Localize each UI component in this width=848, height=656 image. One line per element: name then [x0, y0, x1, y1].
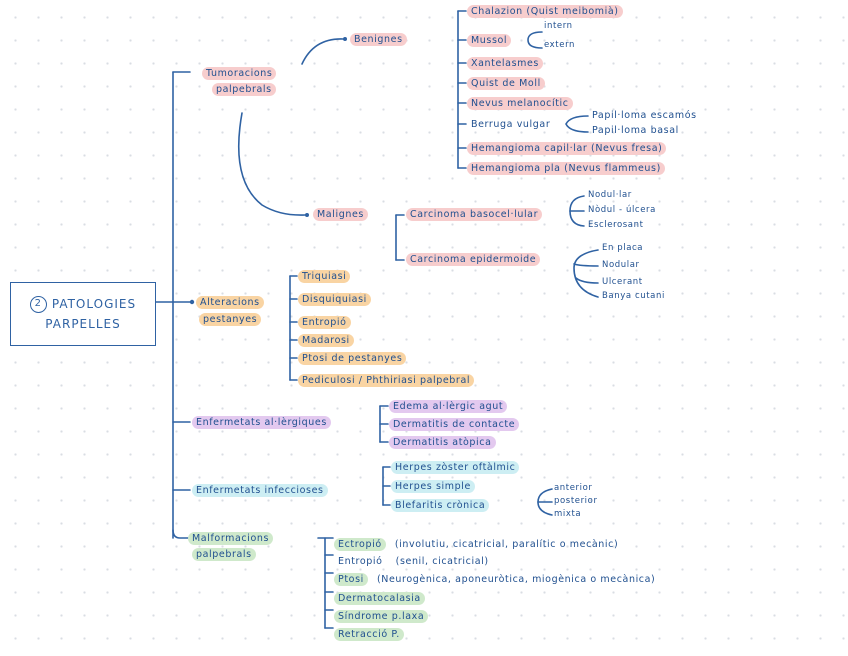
curve-to-benignes [301, 38, 344, 65]
malformacions-item[interactable]: Retracció P. [334, 622, 404, 641]
pestanyes-item[interactable]: Triquiasi [298, 270, 351, 283]
section-number-icon: 2 [29, 295, 47, 313]
node-pestanyes-line1[interactable]: Alteracions [196, 296, 264, 309]
blefaritis-sub-item[interactable]: posterior [554, 496, 598, 506]
malignes-dot [305, 213, 309, 217]
infeccioses-item[interactable]: Herpes simple [391, 480, 475, 493]
pestanyes-item[interactable]: Disquiquiasi [298, 293, 371, 306]
malformacions-item-label: Ectropió [334, 538, 386, 551]
epidermoide-sub-item[interactable]: Banya cutani [602, 291, 665, 301]
infeccioses-item[interactable]: Herpes zòster oftàlmic [391, 461, 520, 474]
root-title-box: 2 PATOLOGIES PARPELLES [10, 282, 156, 346]
node-malformacions-line2[interactable]: palpebrals [192, 548, 256, 561]
malformacions-item-label: Ptosi [334, 573, 368, 586]
pestanyes-item[interactable]: Entropió [298, 316, 351, 329]
berruga-sub-item[interactable]: Papil·loma basal [592, 125, 679, 136]
curve-to-malignes [237, 112, 306, 216]
pestanyes-item[interactable]: Pediculosi / Phthiriasi palpebral [298, 374, 475, 387]
title-line2: PARPELLES [45, 317, 121, 331]
node-tumoracions-line2[interactable]: palpebrals [212, 83, 276, 96]
infeccioses-item[interactable]: Blefaritis crònica [391, 499, 490, 512]
mussol-sub-item[interactable]: intern [544, 21, 573, 31]
malformacions-item[interactable]: Entropió (senil, cicatricial) [334, 549, 493, 568]
malformacions-item[interactable]: Síndrome p.laxa [334, 604, 429, 623]
malformacions-item-detail: (Neurogènica, aponeuròtica, miogènica o … [376, 574, 656, 585]
node-malignes[interactable]: Malignes [313, 208, 368, 221]
allergiques-item[interactable]: Dermatitis atòpica [389, 436, 496, 449]
malformacions-item-detail: (senil, cicatricial) [395, 556, 489, 567]
allergiques-item[interactable]: Dermatitis de contacte [389, 418, 520, 431]
malformacions-item[interactable]: Ptosi (Neurogènica, aponeuròtica, miogèn… [334, 567, 659, 586]
epi-mid1 [573, 263, 599, 267]
benigne-item[interactable]: Hemangioma pla (Nevus flammeus) [467, 162, 665, 175]
pestanyes-item[interactable]: Ptosi de pestanyes [298, 352, 407, 365]
benigne-item[interactable]: Chalazion (Quist meibomià) [467, 5, 623, 18]
benigne-item[interactable]: Xantelasmes [467, 57, 543, 70]
malformacions-item-detail: (involutiu, cicatricial, paralític o mec… [394, 539, 619, 550]
pestanyes-dot [189, 299, 195, 305]
malformacions-item[interactable]: Dermatocalasia [334, 586, 425, 605]
malformacions-item[interactable]: Ectropió (involutiu, cicatricial, paralí… [334, 532, 622, 551]
epidermoide-sub-item[interactable]: En placa [602, 243, 644, 253]
title-line1: PATOLOGIES [51, 297, 137, 311]
epidermoide-sub-item[interactable]: Nodular [602, 260, 640, 270]
malformacions-item-label: Síndrome p.laxa [334, 610, 429, 623]
berruga-sub-item[interactable]: Papil·loma escamós [592, 110, 697, 121]
node-benignes[interactable]: Benignes [350, 33, 407, 46]
benigne-item[interactable]: Mussol [467, 34, 512, 47]
node-infeccioses[interactable]: Enfermetats infeccioses [192, 484, 328, 497]
node-tumoracions-line1[interactable]: Tumoracions [202, 67, 277, 80]
malformacions-item-label: Dermatocalasia [334, 592, 425, 605]
trunk-to-malformacions [172, 529, 189, 539]
node-malformacions-line1[interactable]: Malformacions [188, 532, 274, 545]
basocel-sub-item[interactable]: Nodul·lar [588, 190, 632, 200]
node-carcinoma-basocel[interactable]: Carcinoma basocel·lular [406, 208, 543, 221]
benignes-dot [343, 37, 347, 41]
benigne-item[interactable]: Quist de Moll [467, 77, 545, 90]
node-allergiques[interactable]: Enfermetats al·lèrgiques [192, 416, 331, 429]
malformacions-item-label: Retracció P. [334, 628, 404, 641]
mussol-sub-item[interactable]: extern [544, 40, 576, 50]
benigne-item[interactable]: Nevus melanocític [467, 97, 573, 110]
blefaritis-sub-item[interactable]: mixta [554, 509, 582, 519]
blefaritis-sub-item[interactable]: anterior [554, 483, 593, 493]
benigne-item[interactable]: Berruga vulgar [471, 119, 551, 130]
mussol-brace [527, 31, 543, 49]
epi-mid2 [575, 277, 599, 284]
basocel-sub-item[interactable]: Nòdul - úlcera [588, 205, 656, 215]
malformacions-item-label: Entropió [338, 556, 383, 567]
node-carcinoma-epidermoide[interactable]: Carcinoma epidermoide [406, 253, 541, 266]
epidermoide-sub-item[interactable]: Ulcerant [602, 277, 643, 287]
berruga-brace [565, 115, 589, 133]
basocel-sub-item[interactable]: Esclerosant [588, 220, 644, 230]
pestanyes-item[interactable]: Madarosi [298, 334, 354, 347]
node-pestanyes-line2[interactable]: pestanyes [199, 313, 262, 326]
epidermoide-brace [573, 249, 599, 298]
benigne-item[interactable]: Hemangioma capil·lar (Nevus fresa) [467, 142, 667, 155]
allergiques-item[interactable]: Edema al·lèrgic agut [389, 400, 508, 413]
